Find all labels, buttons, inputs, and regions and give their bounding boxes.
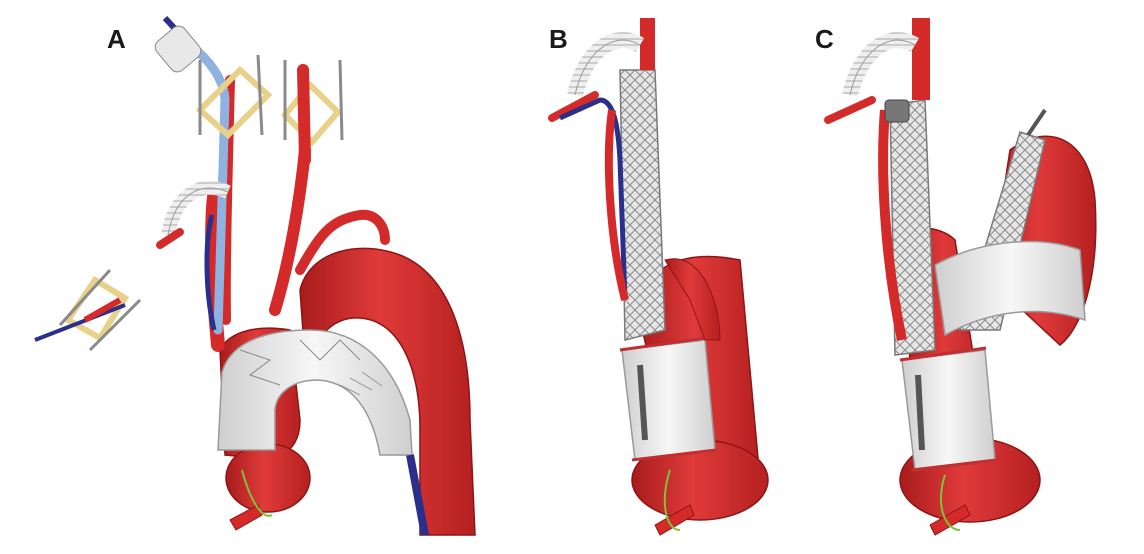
vessel-clamp-a2 — [280, 59, 344, 166]
panel-a-drawing — [34, 15, 476, 536]
panel-label-a: A — [107, 24, 126, 54]
panel-label-c: C — [815, 24, 834, 54]
panel-b-drawing — [548, 18, 769, 536]
vessel-clamp-a1 — [195, 54, 273, 140]
panel-label-b: B — [549, 24, 568, 54]
vessel-clamp-a3 — [34, 268, 142, 352]
panel-c-drawing — [824, 18, 1097, 536]
